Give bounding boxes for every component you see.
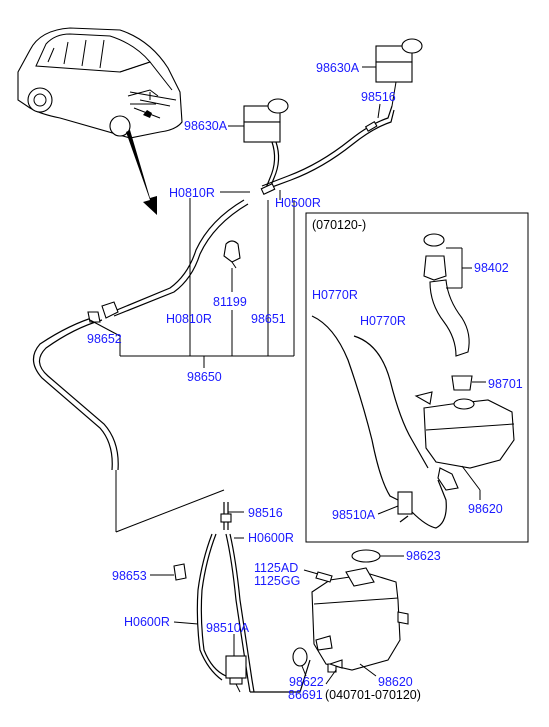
label-98652: 98652 <box>87 332 122 346</box>
label-1125GG: 1125GG <box>254 574 300 588</box>
label-H0810R-mid: H0810R <box>166 312 212 326</box>
label-H0810R-top: H0810R <box>169 186 215 200</box>
label-98630A-top: 98630A <box>316 61 360 75</box>
lower-hoses <box>196 533 311 693</box>
label-98650: 98650 <box>187 370 222 384</box>
label-H0500R: H0500R <box>275 196 321 210</box>
label-H0770R-b: H0770R <box>360 314 406 328</box>
arrow-icon <box>126 130 157 215</box>
clip-98653 <box>150 563 187 581</box>
inset-box <box>305 212 529 543</box>
leader-lines-inset <box>377 247 486 515</box>
label-98630A-left: 98630A <box>184 119 228 133</box>
label-98516-top: 98516 <box>361 90 396 104</box>
label-98623: 98623 <box>406 549 441 563</box>
label-98510A-inset: 98510A <box>332 508 376 522</box>
leader-lines-lower <box>173 511 404 677</box>
label-98620-inset: 98620 <box>468 502 503 516</box>
label-98622: 98622 <box>289 675 324 689</box>
label-98510A-bottom: 98510A <box>206 621 250 635</box>
labels: 98630A 98516 98630A H0810R H0500R 81199 … <box>87 61 523 702</box>
label-98402: 98402 <box>474 261 509 275</box>
label-H0600R-left: H0600R <box>124 615 170 629</box>
label-1125AD: 1125AD <box>254 561 298 575</box>
label-98653: 98653 <box>112 569 147 583</box>
label-98516-bottom: 98516 <box>248 506 283 520</box>
label-81199: 81199 <box>213 295 247 309</box>
hose-upper <box>32 105 395 471</box>
label-86691: 86691 <box>288 688 323 702</box>
label-98651: 98651 <box>251 312 286 326</box>
car-illustration <box>17 27 183 139</box>
clip-81199 <box>223 240 241 269</box>
label-98701: 98701 <box>488 377 523 391</box>
nozzle-98630A-top <box>375 38 423 107</box>
pump-98510A <box>225 655 247 693</box>
lower-connector <box>115 470 232 533</box>
label-H0770R-a: H0770R <box>312 288 358 302</box>
label-H0600R-right: H0600R <box>248 531 294 545</box>
label-date-range: (040701-070120) <box>325 688 421 702</box>
grommet-98622 <box>292 647 308 667</box>
label-98620-bottom: 98620 <box>378 675 413 689</box>
bolt-86691 <box>325 659 343 685</box>
inset-title: (070120-) <box>312 218 366 232</box>
leader-lines-upper <box>89 66 381 368</box>
nozzle-98630A-left <box>243 98 289 143</box>
tank-98620 <box>311 549 409 673</box>
bolt-1125 <box>303 569 333 583</box>
